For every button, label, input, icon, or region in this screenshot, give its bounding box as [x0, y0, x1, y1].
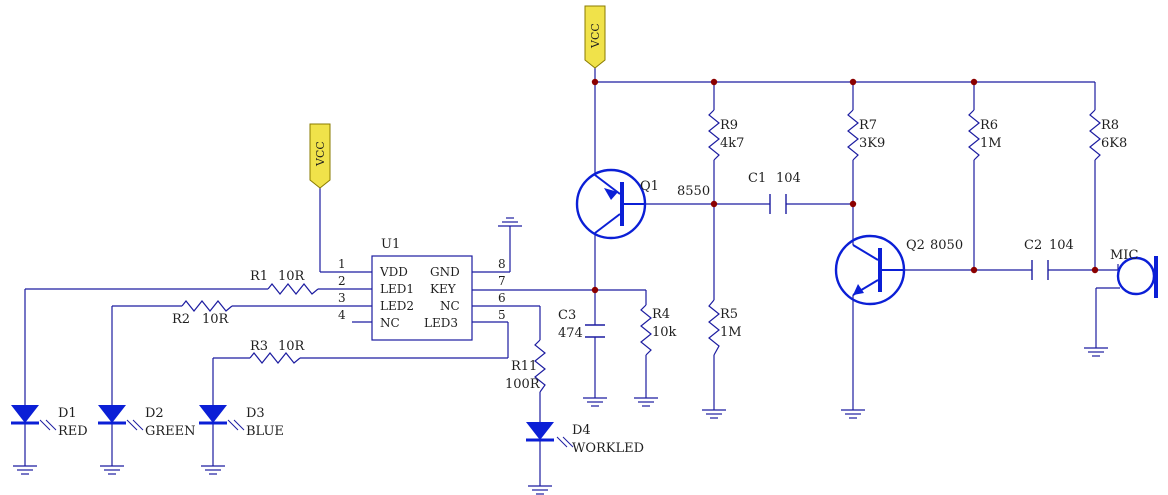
ground-symbols [12, 217, 1109, 495]
r8-symbol [1089, 109, 1101, 161]
r8-value: 6K8 [1101, 136, 1127, 151]
r11-ref: R11 [511, 359, 537, 374]
d3-ref: D3 [246, 406, 265, 421]
r7-ref: R7 [859, 118, 877, 133]
capacitor-labels: C1 104 C2 104 C3 474 [558, 171, 1074, 341]
q1-ref: Q1 [640, 179, 659, 194]
q1-transistor: Q1 8550 [575, 168, 710, 240]
d4-ref: D4 [572, 423, 591, 438]
c3-value: 474 [558, 326, 583, 341]
u1-pin4-num: 4 [338, 308, 346, 322]
u1-pin2-num: 2 [338, 274, 346, 288]
c1-ref: C1 [748, 171, 766, 186]
r2-ref: R2 [172, 312, 190, 327]
u1-pin8-num: 8 [498, 257, 506, 271]
r1-ref: R1 [250, 269, 268, 284]
vcc-flag-top: VCC [584, 5, 606, 69]
led-d3: D3 BLUE [199, 405, 284, 439]
q2-ref: Q2 [906, 238, 925, 253]
u1-pin5-name: LED3 [424, 316, 458, 330]
junctions [591, 78, 1099, 294]
u1-pin4-name: NC [380, 316, 400, 330]
microphone: MIC [1110, 248, 1158, 298]
r3-ref: R3 [250, 339, 268, 354]
r5-ref: R5 [720, 307, 738, 322]
r9-symbol [708, 109, 720, 161]
r7-value: 3K9 [859, 136, 885, 151]
u1-pin7-name: KEY [430, 282, 457, 296]
d2-ref: D2 [145, 406, 164, 421]
r4-symbol [640, 304, 652, 356]
u1-pin6-name: NC [440, 299, 460, 313]
d4-label: WORKLED [572, 441, 644, 456]
u1-pin7-num: 7 [498, 274, 506, 288]
capacitors [585, 194, 1049, 338]
r6-value: 1M [980, 136, 1002, 151]
r1-value: 10R [278, 269, 306, 284]
d2-label: GREEN [145, 424, 196, 439]
led-d1: D1 RED [11, 405, 88, 439]
c3-ref: C3 [558, 308, 576, 323]
vcc-flag-left: VCC [309, 123, 331, 189]
resistor-labels: R1 10R R2 10R R3 10R R9 4k7 R7 3K9 R6 1M… [172, 118, 1127, 392]
r6-ref: R6 [980, 118, 998, 133]
r9-value: 4k7 [720, 136, 744, 151]
r9-ref: R9 [720, 118, 738, 133]
r4-value: 10k [652, 325, 677, 340]
u1-pin1-num: 1 [338, 257, 346, 271]
u1-ic: U1 1 2 3 4 VDD LED1 LED2 NC 8 7 6 5 GND … [338, 237, 506, 341]
r11-symbol [534, 339, 546, 393]
resistors [181, 109, 1101, 393]
r6-symbol [968, 109, 980, 161]
wires [24, 68, 1120, 478]
r7-symbol [847, 109, 859, 161]
d3-label: BLUE [246, 424, 284, 439]
vcc-label-left: VCC [314, 141, 327, 167]
u1-pin1-name: VDD [379, 265, 408, 279]
r2-symbol [181, 300, 233, 312]
r1-symbol [267, 283, 319, 295]
u1-pin8-name: GND [430, 265, 460, 279]
r8-ref: R8 [1101, 118, 1119, 133]
r11-value: 100R [505, 377, 541, 392]
led-d2: D2 GREEN [98, 405, 196, 439]
u1-pin3-num: 3 [338, 291, 346, 305]
u1-ref: U1 [381, 237, 400, 252]
u1-pin6-num: 6 [498, 291, 506, 305]
r4-ref: R4 [652, 307, 670, 322]
q2-transistor: Q2 8050 [834, 234, 963, 306]
r2-value: 10R [202, 312, 230, 327]
led-d4: D4 WORKLED [526, 422, 644, 456]
r5-value: 1M [720, 325, 742, 340]
q1-value: 8550 [677, 184, 710, 199]
c2-ref: C2 [1024, 238, 1042, 253]
r3-value: 10R [278, 339, 306, 354]
q2-value: 8050 [930, 238, 963, 253]
d1-label: RED [58, 424, 88, 439]
u1-pin3-name: LED2 [380, 299, 414, 313]
vcc-label-top: VCC [589, 23, 602, 49]
c1-value: 104 [776, 171, 801, 186]
r3-symbol [249, 352, 301, 364]
u1-pin5-num: 5 [498, 308, 506, 322]
mic-label: MIC [1110, 248, 1138, 263]
d1-ref: D1 [58, 406, 77, 421]
c2-value: 104 [1049, 238, 1074, 253]
r5-symbol [708, 299, 720, 356]
u1-pin2-name: LED1 [380, 282, 414, 296]
